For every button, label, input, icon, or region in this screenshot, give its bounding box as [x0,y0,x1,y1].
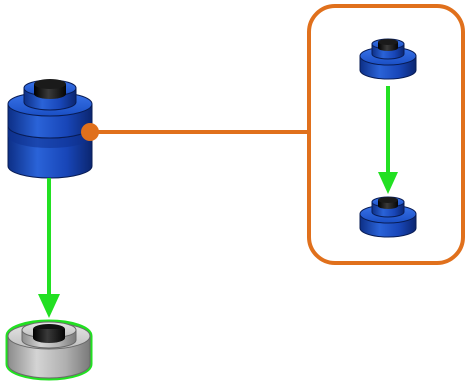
assembly-arrow-callout [378,86,398,194]
callout-top-piece [359,38,417,80]
assembly-arrow-main [38,178,60,318]
stacked-blue-pieces [7,79,93,179]
callout-bottom-piece [359,196,417,238]
target-gray-piece [5,319,93,381]
connector-dot [81,123,99,141]
